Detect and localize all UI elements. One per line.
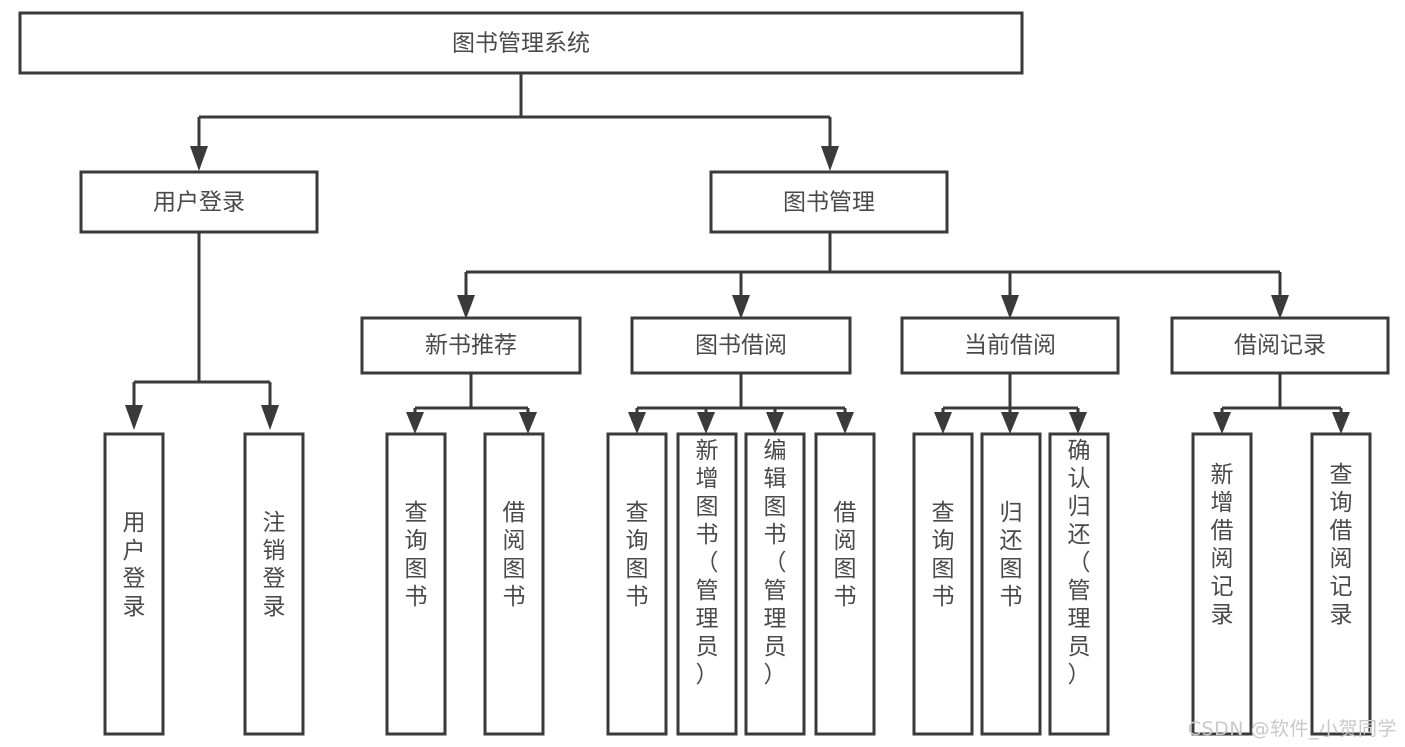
arrow-head-leaf-book-borrow-3 bbox=[766, 412, 784, 434]
leaf-borrow-record-1-box[interactable] bbox=[1191, 432, 1253, 736]
leaf-current-borrow-1[interactable]: 查询图书 bbox=[912, 432, 974, 736]
leaf-user-login-2[interactable]: 注销登录 bbox=[243, 432, 305, 736]
node-root-box[interactable] bbox=[18, 11, 1024, 75]
node-user-login[interactable]: 用户登录 bbox=[79, 170, 319, 234]
leaf-current-borrow-3[interactable]: 确认归还（管理员） bbox=[1048, 432, 1110, 736]
leaf-borrow-record-1-label: 新增借阅记录 bbox=[1211, 462, 1234, 628]
arrow-head-leaf-book-borrow-4 bbox=[836, 412, 854, 434]
arrow-head-new-book bbox=[457, 295, 475, 319]
leaf-user-login-1[interactable]: 用户登录 bbox=[103, 432, 165, 736]
leaf-current-borrow-1-label: 查询图书 bbox=[932, 500, 955, 610]
leaf-book-borrow-4-label: 借阅图书 bbox=[834, 500, 857, 610]
arrow-head-user-login bbox=[190, 146, 208, 171]
arrow-head-leaf-new-book-2 bbox=[519, 412, 537, 434]
arrow-head-leaf-current-borrow-3 bbox=[1069, 412, 1087, 434]
leaf-book-borrow-4[interactable]: 借阅图书 bbox=[814, 432, 876, 736]
leaf-current-borrow-1-box[interactable] bbox=[912, 432, 974, 736]
arrow-head-leaf-current-borrow-1 bbox=[934, 412, 952, 434]
leaf-new-book-2-box[interactable] bbox=[483, 432, 545, 736]
leaf-new-book-2-label: 借阅图书 bbox=[503, 500, 526, 610]
arrow-head-leaf-user-login-1 bbox=[125, 405, 143, 430]
node-new-book-box[interactable] bbox=[360, 316, 582, 375]
arrow-head-leaf-book-borrow-2 bbox=[697, 412, 715, 434]
arrow-head-book-borrow bbox=[732, 295, 750, 319]
leaf-user-login-1-label: 用户登录 bbox=[123, 510, 146, 620]
leaf-book-borrow-2-label: 新增图书（管理员） bbox=[696, 438, 719, 688]
node-book-manage-box[interactable] bbox=[709, 170, 949, 234]
node-new-book-label: 新书推荐 bbox=[425, 333, 517, 359]
node-book-manage[interactable]: 图书管理 bbox=[709, 170, 949, 234]
leaf-book-borrow-1-label: 查询图书 bbox=[626, 500, 649, 610]
leaf-user-login-2-box[interactable] bbox=[243, 432, 305, 736]
node-user-login-box[interactable] bbox=[79, 170, 319, 234]
node-book-borrow-box[interactable] bbox=[630, 316, 852, 375]
node-borrow-record-label: 借阅记录 bbox=[1234, 333, 1326, 359]
leaf-current-borrow-2-label: 归还图书 bbox=[1000, 500, 1023, 610]
leaf-current-borrow-2[interactable]: 归还图书 bbox=[980, 432, 1042, 736]
leaf-book-borrow-2[interactable]: 新增图书（管理员） bbox=[676, 432, 738, 736]
leaf-current-borrow-2-box[interactable] bbox=[980, 432, 1042, 736]
node-book-borrow-label: 图书借阅 bbox=[695, 333, 787, 359]
leaf-new-book-1-box[interactable] bbox=[385, 432, 447, 736]
node-current-borrow-box[interactable] bbox=[900, 316, 1120, 375]
arrow-head-leaf-borrow-record-1 bbox=[1213, 412, 1231, 434]
node-book-borrow[interactable]: 图书借阅 bbox=[630, 316, 852, 375]
node-book-manage-label: 图书管理 bbox=[783, 190, 875, 216]
node-new-book[interactable]: 新书推荐 bbox=[360, 316, 582, 375]
leaf-new-book-2[interactable]: 借阅图书 bbox=[483, 432, 545, 736]
node-borrow-record[interactable]: 借阅记录 bbox=[1170, 316, 1390, 375]
leaf-current-borrow-3-label: 确认归还（管理员） bbox=[1068, 438, 1091, 688]
arrow-head-borrow-record bbox=[1271, 295, 1289, 319]
leaf-new-book-1-label: 查询图书 bbox=[405, 500, 428, 610]
leaf-new-book-1[interactable]: 查询图书 bbox=[385, 432, 447, 736]
leaf-borrow-record-1[interactable]: 新增借阅记录 bbox=[1191, 432, 1253, 736]
leaf-current-borrow-3-box[interactable] bbox=[1048, 432, 1110, 736]
leaf-user-login-1-box[interactable] bbox=[103, 432, 165, 736]
leaf-book-borrow-3-label: 编辑图书（管理员） bbox=[764, 438, 787, 688]
node-user-login-label: 用户登录 bbox=[153, 190, 245, 216]
node-root[interactable]: 图书管理系统 bbox=[18, 11, 1024, 75]
arrow-head-current-borrow bbox=[1001, 295, 1019, 319]
leaf-user-login-2-label: 注销登录 bbox=[263, 510, 286, 620]
node-current-borrow-label: 当前借阅 bbox=[964, 333, 1056, 359]
leaf-book-borrow-3[interactable]: 编辑图书（管理员） bbox=[744, 432, 806, 736]
arrow-head-leaf-current-borrow-2 bbox=[1001, 412, 1019, 434]
leaf-borrow-record-2-label: 查询借阅记录 bbox=[1330, 462, 1353, 628]
leaf-book-borrow-1-box[interactable] bbox=[606, 432, 668, 736]
arrow-head-leaf-new-book-1 bbox=[406, 412, 424, 434]
node-root-label: 图书管理系统 bbox=[452, 31, 590, 57]
leaf-book-borrow-2-box[interactable] bbox=[676, 432, 738, 736]
leaf-book-borrow-1[interactable]: 查询图书 bbox=[606, 432, 668, 736]
leaf-borrow-record-2-box[interactable] bbox=[1310, 432, 1372, 736]
leaf-book-borrow-3-box[interactable] bbox=[744, 432, 806, 736]
leaf-borrow-record-2[interactable]: 查询借阅记录 bbox=[1310, 432, 1372, 736]
leaf-book-borrow-4-box[interactable] bbox=[814, 432, 876, 736]
arrow-head-leaf-book-borrow-1 bbox=[628, 412, 646, 434]
connectors-group bbox=[125, 73, 1350, 434]
arrow-head-leaf-user-login-2 bbox=[261, 405, 279, 430]
arrow-head-leaf-borrow-record-2 bbox=[1332, 412, 1350, 434]
node-borrow-record-box[interactable] bbox=[1170, 316, 1390, 375]
arrow-head-book-manage bbox=[821, 146, 839, 171]
node-current-borrow[interactable]: 当前借阅 bbox=[900, 316, 1120, 375]
